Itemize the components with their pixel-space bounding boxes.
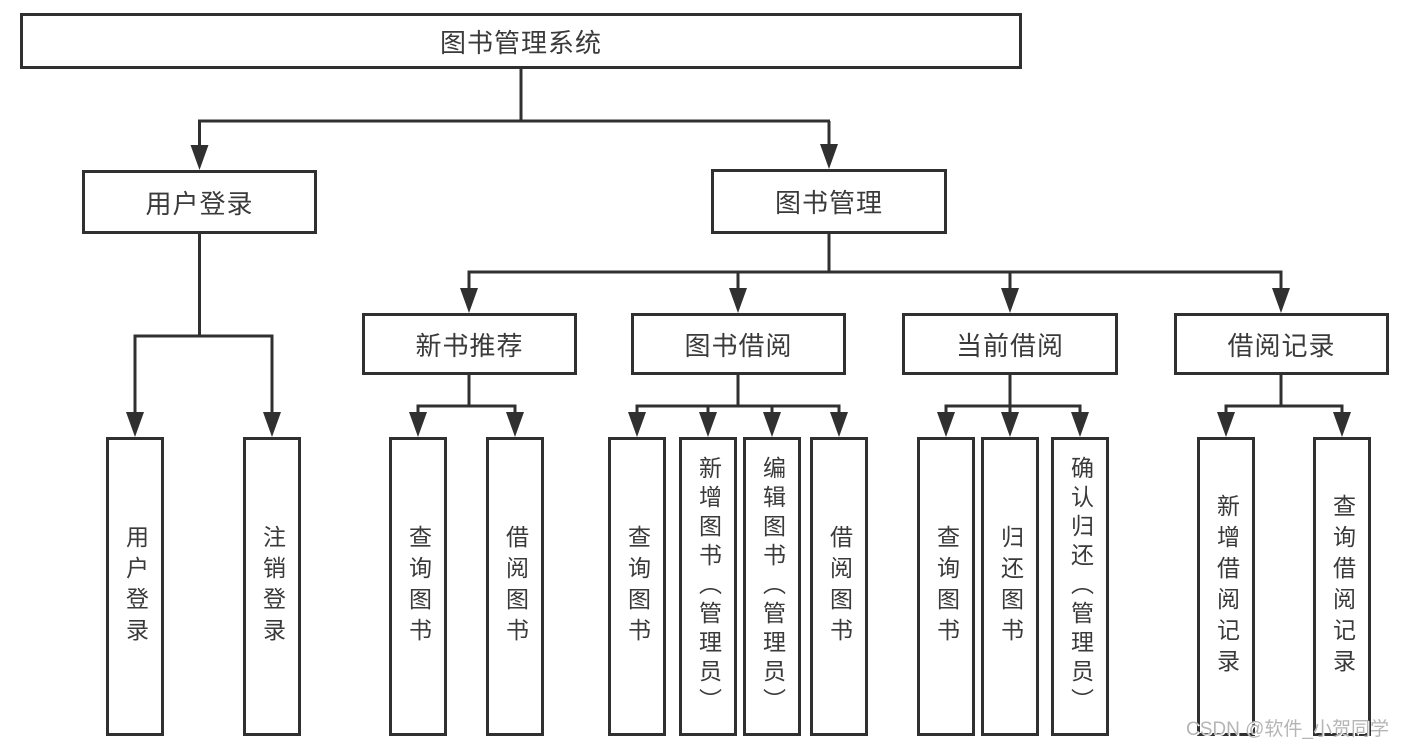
leaf-logout: 注销登录 — [243, 437, 301, 736]
leaf-borrow-books-1: 借阅图书 — [486, 437, 544, 736]
leaf-query-books-2-label: 查询图书 — [624, 524, 651, 649]
csdn-watermark: CSDN @软件_小贺同学 — [1186, 719, 1389, 740]
leaf-return-books: 归还图书 — [981, 437, 1039, 736]
leaf-query-books-1-label: 查询图书 — [405, 524, 432, 649]
node-book-borrow-label: 图书借阅 — [684, 330, 793, 361]
leaf-borrow-books-2-label: 借阅图书 — [826, 524, 853, 649]
leaf-add-books-admin-label: 新增图书（管理员） — [695, 456, 722, 717]
node-root: 图书管理系统 — [20, 13, 1022, 69]
leaf-return-books-label: 归还图书 — [997, 524, 1024, 649]
node-current-borrow: 当前借阅 — [902, 313, 1118, 375]
node-book-management-label: 图书管理 — [774, 188, 883, 218]
node-borrow-records: 借阅记录 — [1174, 313, 1389, 375]
leaf-add-borrow-record-label: 新增借阅记录 — [1213, 493, 1240, 680]
node-new-book-recommend-label: 新书推荐 — [415, 330, 524, 361]
leaf-borrow-books-1-label: 借阅图书 — [502, 524, 529, 649]
leaf-query-books-1: 查询图书 — [389, 437, 447, 736]
leaf-add-books-admin: 新增图书（管理员） — [679, 437, 737, 736]
leaf-user-login: 用户登录 — [106, 437, 164, 736]
node-user-login-label: 用户登录 — [145, 188, 254, 219]
leaf-logout-label: 注销登录 — [259, 524, 286, 649]
node-root-label: 图书管理系统 — [439, 27, 602, 58]
leaf-query-borrow-record-label: 查询借阅记录 — [1329, 493, 1356, 680]
node-current-borrow-label: 当前借阅 — [955, 330, 1064, 361]
leaf-edit-books-admin-label: 编辑图书（管理员） — [759, 456, 786, 717]
leaf-edit-books-admin: 编辑图书（管理员） — [743, 437, 801, 736]
leaf-confirm-return-admin-label: 确认归还（管理员） — [1067, 456, 1094, 717]
node-new-book-recommend: 新书推荐 — [362, 313, 577, 375]
node-user-login: 用户登录 — [82, 170, 317, 234]
node-book-management: 图书管理 — [711, 169, 947, 234]
leaf-query-books-3: 查询图书 — [917, 437, 975, 736]
node-book-borrow: 图书借阅 — [631, 313, 846, 375]
leaf-add-borrow-record: 新增借阅记录 — [1197, 437, 1255, 736]
leaf-confirm-return-admin: 确认归还（管理员） — [1051, 437, 1109, 736]
leaf-query-borrow-record: 查询借阅记录 — [1313, 437, 1371, 736]
leaf-query-books-3-label: 查询图书 — [933, 524, 960, 649]
leaf-borrow-books-2: 借阅图书 — [810, 437, 868, 736]
node-borrow-records-label: 借阅记录 — [1227, 330, 1336, 361]
leaf-user-login-label: 用户登录 — [122, 524, 149, 649]
leaf-query-books-2: 查询图书 — [608, 437, 666, 736]
